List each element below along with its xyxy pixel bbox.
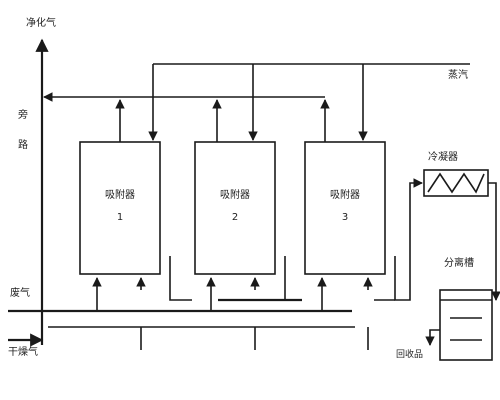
adsorber-2-name: 吸附器 [220, 188, 250, 201]
condenser-to-separator [488, 182, 500, 301]
separator-label: 分离槽 [444, 256, 474, 269]
waste-gas-label: 废气 [10, 286, 30, 299]
adsorber-1-bottom-outlet [169, 256, 192, 301]
purified-gas-label: 净化气 [26, 16, 56, 29]
steam-label: 蒸汽 [448, 68, 468, 81]
recovered-product-label: 回收品 [396, 348, 423, 360]
condenser-label: 冷凝器 [428, 150, 458, 163]
adsorber-2-number: 2 [232, 212, 238, 223]
adsorber-1-number: 1 [117, 212, 123, 223]
dry-air-label: 干燥气 [8, 345, 38, 358]
condenser-coil [427, 172, 485, 194]
adsorber-3-box [304, 141, 386, 275]
adsorber-2-box [194, 141, 276, 275]
bypass-label-2: 路 [18, 138, 28, 151]
separator-to-recovered [425, 329, 440, 346]
adsorber-3-outlet-to-condenser [394, 178, 423, 301]
adsorber-1-name: 吸附器 [105, 188, 135, 201]
adsorber-3-number: 3 [342, 212, 348, 223]
adsorber-3-name: 吸附器 [330, 188, 360, 201]
separator-tank [439, 289, 493, 361]
adsorber-1-box [79, 141, 161, 275]
bypass-label-1: 旁 [18, 108, 28, 121]
